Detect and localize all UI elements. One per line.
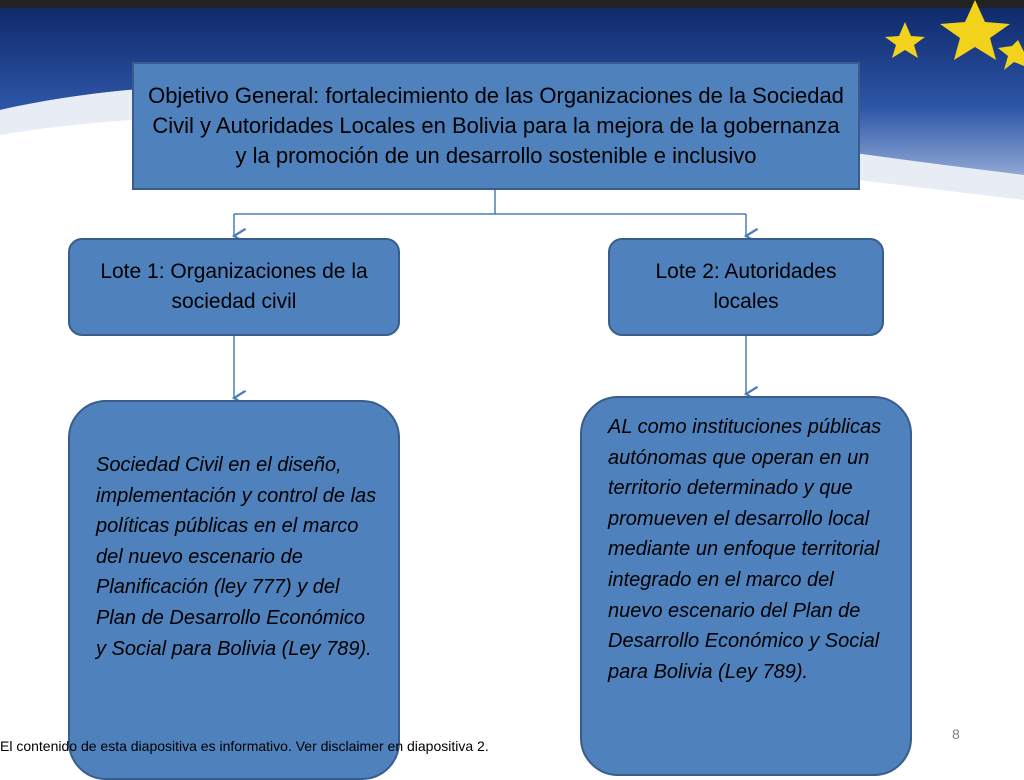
local-authorities-description-box: AL como instituciones públicas autónomas… — [580, 396, 912, 776]
general-objective-text: Objetivo General: fortalecimiento de las… — [148, 81, 844, 171]
lot2-label: Lote 2: Autoridades locales — [634, 257, 858, 317]
general-objective-box: Objetivo General: fortalecimiento de las… — [132, 62, 860, 190]
page-number: 8 — [952, 726, 960, 742]
lot2-box: Lote 2: Autoridades locales — [608, 238, 884, 336]
lot1-label: Lote 1: Organizaciones de la sociedad ci… — [82, 257, 386, 317]
lot1-box: Lote 1: Organizaciones de la sociedad ci… — [68, 238, 400, 336]
local-authorities-description: AL como instituciones públicas autónomas… — [608, 412, 892, 687]
disclaimer-footer: El contenido de esta diapositiva es info… — [0, 738, 489, 754]
civil-society-description-box: Sociedad Civil en el diseño, implementac… — [68, 400, 400, 780]
civil-society-description: Sociedad Civil en el diseño, implementac… — [96, 450, 378, 664]
